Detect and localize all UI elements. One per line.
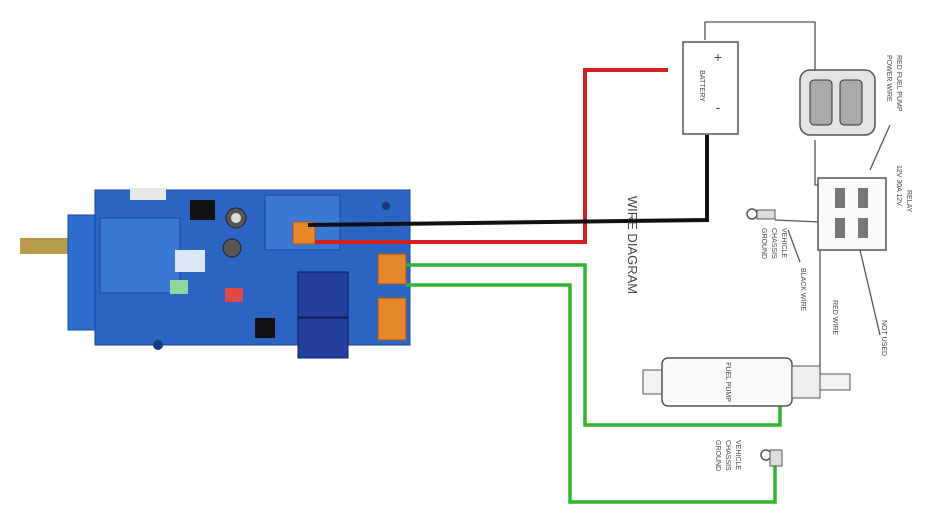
- diagram-title: WIRE DIAGRAM: [625, 196, 640, 294]
- battery-label: BATTERY: [698, 70, 705, 102]
- ground-top-label-1: VEHICLE: [780, 228, 787, 258]
- ground-top-label-3: GROUND: [760, 228, 767, 259]
- not-used-leader: [859, 249, 881, 336]
- mount-hole-2: [153, 340, 163, 350]
- red-wire-label: RED WIRE: [831, 300, 838, 335]
- not-used-label: NOT USED: [880, 320, 887, 356]
- ground-terminal-bottom: [769, 449, 783, 467]
- fuse-holder: [799, 69, 876, 136]
- relay-component: [297, 271, 349, 318]
- capacitor-2: [222, 238, 242, 258]
- relay: [817, 177, 887, 251]
- ground-connector-bottom: [760, 449, 783, 467]
- fuel-pump: FUEL PUMP: [642, 357, 851, 407]
- battery-minus: -: [716, 99, 721, 115]
- relay-pin-3: [835, 218, 845, 238]
- relay-pin-1: [835, 188, 845, 208]
- black-wire-label: BLACK WIRE: [799, 268, 806, 312]
- fuse-cap-1: [809, 79, 833, 126]
- fuse-cap-2: [839, 79, 863, 126]
- antenna-connector: [20, 238, 72, 254]
- relay-pin-2: [858, 188, 868, 208]
- battery-plus: +: [714, 49, 722, 65]
- ground-terminal: [756, 209, 776, 220]
- mount-hole: [382, 202, 390, 210]
- led-block: [170, 280, 188, 294]
- battery-box: [682, 41, 739, 135]
- output-terminal-2: [377, 297, 407, 341]
- dip-switch: [225, 288, 243, 302]
- red-wire: [315, 68, 668, 244]
- relay-component-2: [297, 317, 349, 359]
- black-wire: [307, 135, 709, 227]
- header-connector: [130, 188, 166, 200]
- green-wire-2: [406, 283, 777, 504]
- relay-pin-4: [858, 218, 868, 238]
- battery: + - BATTERY: [682, 41, 739, 135]
- ground-bottom-label-2: CHASSIS: [724, 440, 731, 471]
- chassis-ground-line: [774, 219, 821, 223]
- sensor-block: [175, 250, 205, 272]
- fuel-pump-label: FUEL PUMP: [724, 362, 731, 402]
- power-terminal: [292, 221, 316, 245]
- red-wire-label-1: RED FUEL PUMP: [895, 55, 902, 112]
- relay-label-2: 12V 30A 12V: [895, 165, 902, 206]
- daughter-board: [99, 217, 181, 294]
- ground-connector-top: [746, 208, 776, 220]
- fuel-pump-inlet: [642, 369, 664, 395]
- ground-ring: [746, 208, 758, 220]
- relay-body: [817, 177, 887, 251]
- ground-bottom-label-1: VEHICLE: [734, 440, 741, 470]
- capacitor-top: [231, 213, 241, 223]
- ground-bottom-label-3: GROUND: [714, 440, 721, 471]
- controller-board: [20, 188, 411, 359]
- chip: [190, 200, 215, 220]
- black-wire-leader: [787, 229, 801, 263]
- fuel-pump-outlet: [819, 373, 851, 391]
- relay-label-1: RELAY: [905, 190, 912, 213]
- output-terminal-1: [377, 253, 407, 285]
- fuel-pump-cap: [791, 365, 821, 399]
- red-wire-label-2: POWER WIRE: [885, 55, 892, 102]
- ground-top-label-2: CHASSIS: [770, 228, 777, 259]
- relay-leader: [869, 124, 891, 171]
- green-wire-1: [406, 263, 782, 427]
- fuse-to-battery-line: [704, 21, 816, 75]
- chip-2: [255, 318, 275, 338]
